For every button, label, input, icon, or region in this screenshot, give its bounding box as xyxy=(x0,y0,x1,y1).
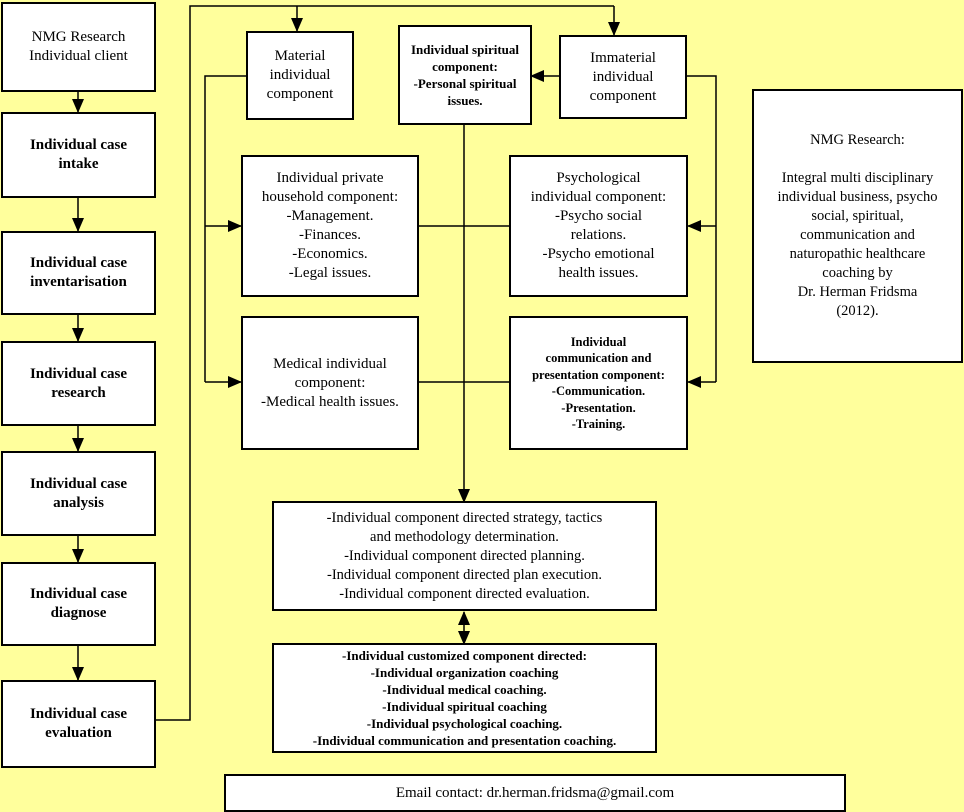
material-branch-line xyxy=(204,75,247,382)
process-step-label: Individual case diagnose xyxy=(29,586,128,621)
medical-component-label: Medical individual component: -Medical h… xyxy=(261,355,399,410)
process-step-label: Individual case research xyxy=(29,365,128,401)
spiritual-component-box: Individual spiritual component: -Persona… xyxy=(398,25,532,125)
email-contact-box: Email contact: dr.herman.fridsma@gmail.c… xyxy=(224,774,846,812)
strategy-text: -Individual component directed strategy,… xyxy=(326,509,603,602)
process-step-analysis: Individual case analysis xyxy=(1,451,156,536)
nmg-info-box: NMG Research: Integral multi disciplinar… xyxy=(752,89,963,363)
evaluation-feedback-line xyxy=(155,5,614,721)
communication-component-label: Individual communication and presentatio… xyxy=(532,334,665,432)
material-component-label: Material individual component xyxy=(266,48,334,102)
spiritual-component-label: Individual spiritual component: -Persona… xyxy=(410,42,520,108)
psychological-component-label: Psychological individual component: -Psy… xyxy=(530,170,667,281)
material-component-box: Material individual component xyxy=(246,31,354,120)
process-step-diagnose: Individual case diagnose xyxy=(1,562,156,646)
process-step-label: Individual case intake xyxy=(29,137,128,172)
coaching-text: -Individual customized component directe… xyxy=(312,648,617,748)
process-step-label: Individual case analysis xyxy=(29,475,128,511)
email-contact-text: Email contact: dr.herman.fridsma@gmail.c… xyxy=(395,784,675,801)
process-step-client: NMG Research Individual client xyxy=(1,2,156,92)
psychological-component-box: Psychological individual component: -Psy… xyxy=(509,155,688,297)
process-step-label: NMG Research Individual client xyxy=(29,29,128,64)
process-step-label: Individual case inventarisation xyxy=(29,255,128,290)
immaterial-component-box: Immaterial individual component xyxy=(559,35,687,119)
immaterial-branch-line xyxy=(686,75,717,382)
process-step-intake: Individual case intake xyxy=(1,112,156,198)
immaterial-component-label: Immaterial individual component xyxy=(589,49,657,104)
process-step-inventarisation: Individual case inventarisation xyxy=(1,231,156,315)
communication-component-box: Individual communication and presentatio… xyxy=(509,316,688,450)
process-step-evaluation: Individual case evaluation xyxy=(1,680,156,768)
strategy-box: -Individual component directed strategy,… xyxy=(272,501,657,611)
medical-component-box: Medical individual component: -Medical h… xyxy=(241,316,419,450)
coaching-box: -Individual customized component directe… xyxy=(272,643,657,753)
process-step-label: Individual case evaluation xyxy=(29,706,128,741)
process-step-research: Individual case research xyxy=(1,341,156,426)
household-component-box: Individual private household component: … xyxy=(241,155,419,297)
household-component-label: Individual private household component: … xyxy=(261,170,399,281)
nmg-info-text: NMG Research: Integral multi disciplinar… xyxy=(777,132,938,319)
